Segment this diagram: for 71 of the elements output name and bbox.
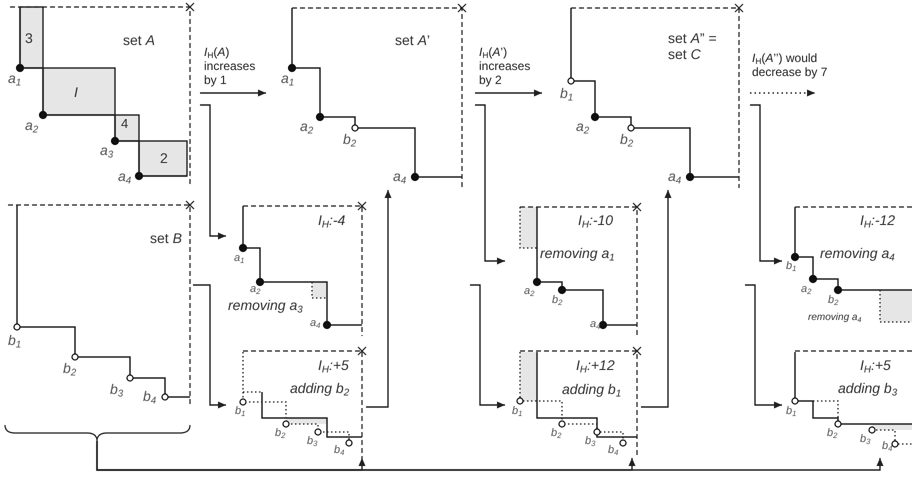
operation-label: removing a$_{4}$ [820,245,895,262]
point-label: a$_{2}$ [524,285,534,298]
arrow [366,190,392,408]
set-panel [226,200,366,338]
arrow [750,104,782,264]
point-label: a$_{2}$ [250,283,260,296]
point-label: b$_{2}$ [343,131,356,148]
region-number: I [74,84,78,100]
point-label: b$_{2}$ [275,427,286,440]
set-title: set A [123,32,155,48]
arrow [200,90,266,96]
arrow [193,284,226,408]
point-label: b$_{2}$ [828,294,838,307]
point-label: a$_{2}$ [801,283,812,296]
arrow [475,104,505,264]
point-label: b$_{1}$ [512,405,522,418]
region-number: 2 [160,150,168,166]
point-label: b$_{4}$ [143,388,156,404]
arrow [641,190,672,408]
point-label: b$_{2}$ [552,294,562,307]
arrow [200,104,226,240]
set-title: set A’ [395,32,430,48]
point-label: b$_{2}$ [551,427,562,440]
score-label: I$_{H}$:-10 [578,212,614,228]
arrow [750,90,815,96]
operation-label: adding b$_{1}$ [562,381,622,398]
point-label: a$_{2}$ [25,117,38,134]
point-label: a$_{4}$ [118,168,132,184]
point-label: b$_{2}$ [827,427,838,440]
point-label: b$_{2}$ [620,131,634,148]
arrow [96,441,884,471]
point-label: b$_{4}$ [334,444,344,457]
operation-label: adding b$_{2}$ [290,380,350,396]
point-label: b$_{4}$ [882,440,892,453]
point-label: b$_{1}$ [786,405,796,418]
point-label: a$_{4}$ [590,318,600,331]
score-label: I$_{H}$:+5 [318,357,349,374]
point-label: b$_{3}$ [110,381,124,398]
operation-label: removing a$_{4}$ [808,312,862,324]
score-label: I$_{H}$:-12 [860,212,896,228]
operation-label: removing a$_{3}$ [228,297,303,314]
score-label: I$_{H}$:-4 [318,212,346,228]
score-label: I$_{H}$:+12 [576,357,615,374]
point-label: b$_{1}$ [560,85,574,102]
region-number: 3 [25,30,33,46]
point-label: a$_{1}$ [281,70,294,86]
point-label: b$_{1}$ [235,405,246,418]
set-title: set A” = set C [668,30,718,62]
arrow [470,284,505,408]
arrow [475,90,542,96]
point-label: b$_{3}$ [585,435,596,448]
score-label: I$_{H}$:+5 [860,357,891,374]
point-label: a$_{1}$ [234,252,244,265]
point-label: b$_{3}$ [860,433,870,446]
point-label: a$_{4}$ [310,317,320,330]
point-label: b$_{4}$ [608,444,618,457]
set-title: set B [150,230,182,246]
point-label: a$_{3}$ [100,142,114,158]
point-label: a$_{4}$ [668,168,682,184]
point-label: a$_{1}$ [8,70,22,86]
region-number: 4 [121,117,128,132]
operation-label: removing a$_{1}$ [540,245,615,262]
point-label: b$_{1}$ [786,260,796,273]
point-label: b$_{3}$ [307,435,318,448]
point-label: b$_{2}$ [63,360,76,376]
arrow [745,284,782,408]
operation-label: adding b$_{3}$ [838,380,898,396]
point-label: a$_{2}$ [576,118,590,134]
point-label: a$_{4}$ [393,168,406,184]
point-label: a$_{2}$ [300,118,314,134]
point-label: b$_{1}$ [8,332,22,348]
